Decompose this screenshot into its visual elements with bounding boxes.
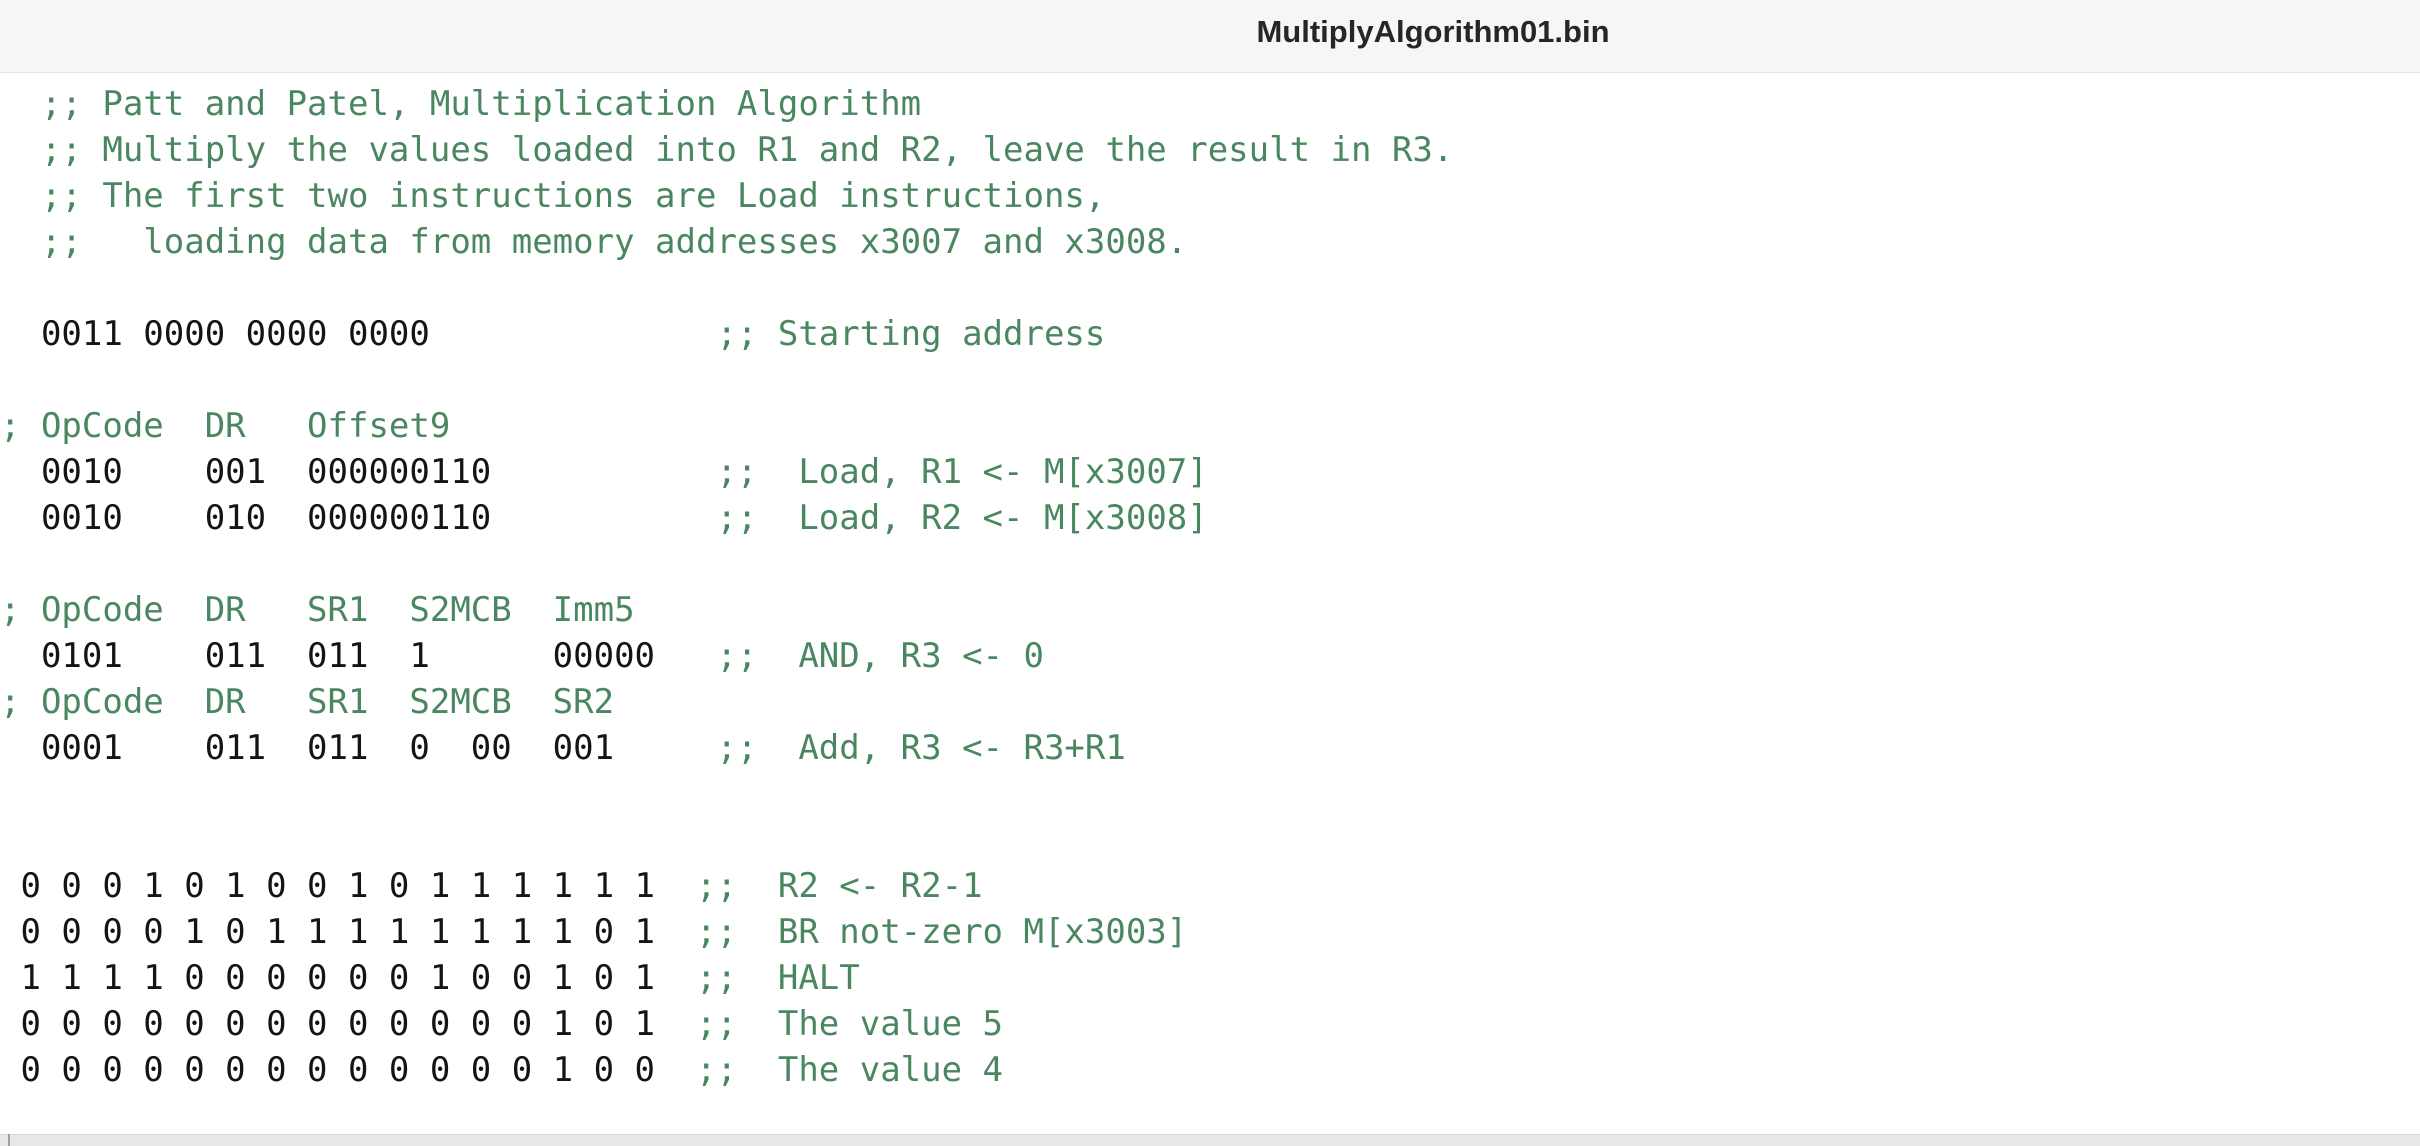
comment-text: ;; Add, R3 <- R3+R1 [614,728,1126,768]
code-line[interactable]: 0101 011 011 1 00000 ;; AND, R3 <- 0 [0,633,1044,679]
code-line[interactable]: 0001 011 011 0 00 001 ;; Add, R3 <- R3+R… [0,725,1126,771]
code-line[interactable]: 0 0 0 1 0 1 0 0 1 0 1 1 1 1 1 1 ;; R2 <-… [0,863,983,909]
binary-instruction: 1 1 1 1 0 0 0 0 0 0 1 0 0 1 0 1 [0,958,656,998]
comment-text: ;; loading data from memory addresses x3… [0,222,1188,262]
code-line[interactable]: 0 0 0 0 1 0 1 1 1 1 1 1 1 1 0 1 ;; BR no… [0,909,1187,955]
binary-instruction: 0 0 0 0 0 0 0 0 0 0 0 0 0 1 0 1 [0,1004,656,1044]
binary-instruction: 0010 001 000000110 [0,452,492,492]
code-line[interactable]: ; OpCode DR SR1 S2MCB SR2 [0,679,614,725]
comment-text: ;; R2 <- R2-1 [655,866,983,906]
binary-instruction: 0010 010 000000110 [0,498,492,538]
binary-instruction: 0 0 0 0 1 0 1 1 1 1 1 1 1 1 0 1 [0,912,656,952]
horizontal-scrollbar[interactable] [0,1134,2420,1146]
comment-text: ;; The first two instructions are Load i… [0,176,1106,216]
code-line[interactable]: 1 1 1 1 0 0 0 0 0 0 1 0 0 1 0 1 ;; HALT [0,955,860,1001]
comment-text: ;; Load, R1 <- M[x3007] [491,452,1208,492]
code-line[interactable]: 0010 001 000000110 ;; Load, R1 <- M[x300… [0,449,1208,495]
window-title: MultiplyAlgorithm01.bin [1256,14,1610,49]
text-editor-area[interactable]: ;; Patt and Patel, Multiplication Algori… [0,73,2420,1133]
code-line[interactable]: ;; Patt and Patel, Multiplication Algori… [0,81,921,127]
binary-instruction: 0 0 0 1 0 1 0 0 1 0 1 1 1 1 1 1 [0,866,656,906]
code-line[interactable]: ;; The first two instructions are Load i… [0,173,1105,219]
comment-text: ; OpCode DR SR1 S2MCB SR2 [0,682,615,722]
comment-text: ;; The value 5 [655,1004,1004,1044]
comment-text: ;; HALT [655,958,860,998]
code-line[interactable]: ;; loading data from memory addresses x3… [0,219,1187,265]
binary-instruction: 0001 011 011 0 00 001 [0,728,615,768]
comment-text: ; OpCode DR SR1 S2MCB Imm5 [0,590,635,630]
code-line[interactable]: ;; Multiply the values loaded into R1 an… [0,127,1453,173]
comment-text: ;; AND, R3 <- 0 [655,636,1044,676]
code-line[interactable]: ; OpCode DR Offset9 [0,403,450,449]
scrollbar-thumb[interactable] [8,1134,10,1146]
code-line[interactable]: ; OpCode DR SR1 S2MCB Imm5 [0,587,635,633]
code-line[interactable]: 0010 010 000000110 ;; Load, R2 <- M[x300… [0,495,1208,541]
comment-text: ;; Starting address [429,314,1106,354]
code-line[interactable]: 0 0 0 0 0 0 0 0 0 0 0 0 0 1 0 0 ;; The v… [0,1047,1003,1093]
title-bar[interactable]: MultiplyAlgorithm01.bin [0,0,2420,73]
comment-text: ;; Multiply the values loaded into R1 an… [0,130,1454,170]
binary-instruction: 0101 011 011 1 00000 [0,636,656,676]
code-line[interactable]: 0011 0000 0000 0000 ;; Starting address [0,311,1105,357]
code-line[interactable]: 0 0 0 0 0 0 0 0 0 0 0 0 0 1 0 1 ;; The v… [0,1001,1003,1047]
comment-text: ;; Patt and Patel, Multiplication Algori… [0,84,922,124]
comment-text: ;; The value 4 [655,1050,1004,1090]
binary-instruction: 0011 0000 0000 0000 [0,314,430,354]
comment-text: ;; BR not-zero M[x3003] [655,912,1188,952]
comment-text: ; OpCode DR Offset9 [0,406,451,446]
comment-text: ;; Load, R2 <- M[x3008] [491,498,1208,538]
binary-instruction: 0 0 0 0 0 0 0 0 0 0 0 0 0 1 0 0 [0,1050,656,1090]
